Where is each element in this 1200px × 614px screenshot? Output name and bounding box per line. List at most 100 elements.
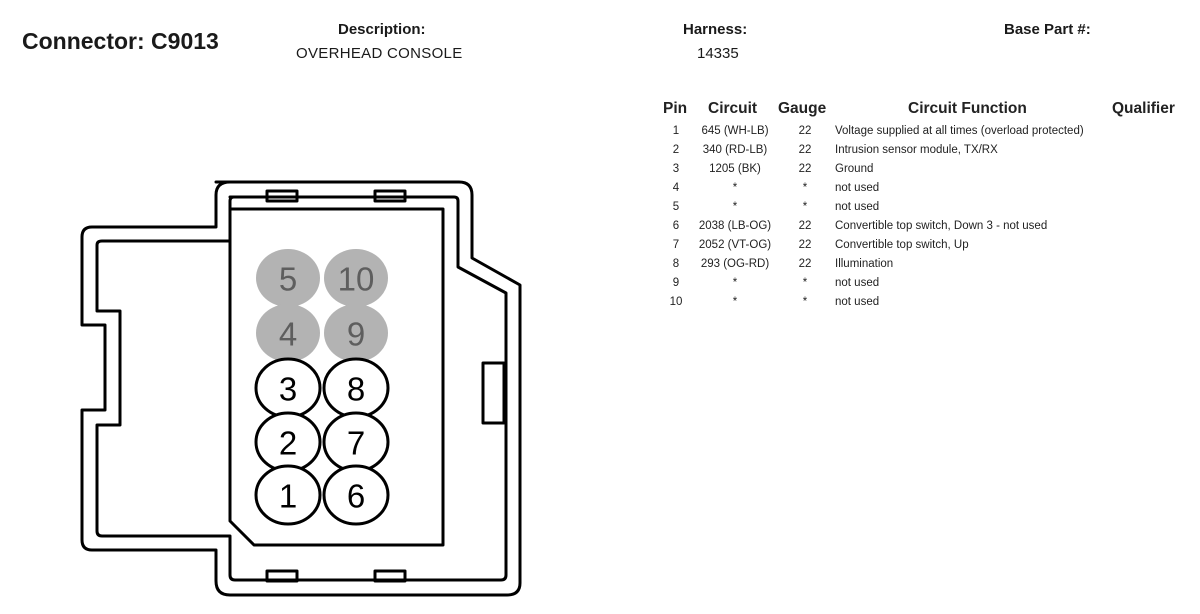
function-cell: Convertible top switch, Down 3 - not use… [835,220,1048,232]
circuit-cell: 293 (OG-RD) [700,258,770,270]
bottom-latch-right [373,569,407,583]
col-header-function: Circuit Function [908,100,1027,117]
gauge-cell: 22 [798,125,812,137]
function-cell: Intrusion sensor module, TX/RX [835,144,998,156]
circuit-cell: 2052 (VT-OG) [698,239,772,251]
table-row: 8 293 (OG-RD) 22 Illumination [660,258,1190,277]
description-label: Description: [338,21,426,38]
gauge-cell: 22 [798,163,812,175]
pin-cavity-wall [228,207,445,547]
pin-number-label: 2 [279,425,297,462]
table-header-row: Pin Circuit Gauge Circuit Function Quali… [660,100,1190,125]
pin-number-label: 7 [347,425,365,462]
gauge-cell: * [802,182,808,194]
pin-9: 9 [324,304,388,362]
pin-circle [322,464,390,526]
pin-number-label: 3 [279,371,297,408]
table-row: 10 * * not used [660,296,1190,315]
table-row: 1 645 (WH-LB) 22 Voltage supplied at all ti… [660,125,1190,144]
circuit-cell: * [732,201,738,213]
pin-grid: 5 10 4 9 3 8 2 7 1 6 [254,249,390,526]
pin-number-label: 4 [279,316,297,353]
connector-title: Connector: C9013 [22,28,219,54]
top-latch-left [265,189,299,203]
pin-cell: 4 [672,182,680,194]
bottom-latch-left [265,569,299,583]
pin-table: Pin Circuit Gauge Circuit Function Quali… [660,100,1190,315]
col-header-circuit: Circuit [708,100,758,117]
gauge-cell: 22 [798,144,812,156]
circuit-cell: * [732,296,738,308]
circuit-cell: 645 (WH-LB) [701,125,769,137]
gauge-cell: 22 [798,258,812,270]
pin-number-label: 5 [279,261,297,298]
gauge-cell: 22 [798,220,812,232]
pin-cell: 5 [672,201,680,213]
circuit-cell: 340 (RD-LB) [702,144,768,156]
pin-number-label: 9 [347,316,365,353]
pin-6: 6 [322,464,390,526]
pin-number-label: 1 [279,478,297,515]
pin-cell: 8 [672,258,680,270]
pin-cell: 9 [672,277,680,289]
description-value: OVERHEAD CONSOLE [296,45,463,62]
base-part-label: Base Part #: [1004,21,1091,38]
table-row: 3 1205 (BK) 22 Ground [660,163,1190,182]
function-cell: Convertible top switch, Up [835,239,969,251]
function-cell: Ground [835,163,874,175]
pin-number-label: 10 [338,261,375,298]
col-header-gauge: Gauge [778,100,827,117]
connector-housing [80,180,522,597]
function-cell: not used [835,201,880,213]
table-row: 2 340 (RD-LB) 22 Intrusion sensor module, T… [660,144,1190,163]
col-header-qualifier: Qualifier [1112,100,1175,117]
table-row: 5 * * not used [660,201,1190,220]
pin-circle [256,249,320,307]
connector-outline-svg: 5 10 4 9 3 8 2 7 1 6 [80,180,522,597]
pin-circle [254,464,322,526]
circuit-cell: 1205 (BK) [709,163,761,175]
pin-1: 1 [254,464,322,526]
function-cell: not used [835,182,880,194]
gauge-cell: 22 [798,239,812,251]
pin-circle [256,304,320,362]
pin-cell: 10 [669,296,683,308]
pin-cell: 1 [672,125,680,137]
function-cell: not used [835,296,880,308]
pin-cell: 7 [672,239,680,251]
pin-4: 4 [256,304,320,362]
harness-label: Harness: [683,21,748,38]
pin-circle [324,249,388,307]
gauge-cell: * [802,277,808,289]
circuit-cell: * [732,277,738,289]
table-row: 7 2052 (VT-OG) 22 Convertible top switch, U… [660,239,1190,258]
locking-tab [481,361,506,425]
pin-circle [324,304,388,362]
housing-outer [80,180,522,597]
function-cell: Voltage supplied at all times (overload … [835,125,1084,137]
pin-3: 3 [254,357,322,419]
table-row: 9 * * not used [660,277,1190,296]
function-cell: not used [835,277,880,289]
col-header-pin: Pin [663,100,688,117]
function-cell: Illumination [835,258,894,270]
pin-2: 2 [254,411,322,473]
gauge-cell: * [802,201,808,213]
top-latch-right [373,189,407,203]
harness-value: 14335 [697,45,739,62]
pin-number-label: 8 [347,371,365,408]
housing-inner [95,195,508,582]
pin-cell: 2 [672,144,680,156]
circuit-cell: 2038 (LB-OG) [698,220,772,232]
pin-8: 8 [322,357,390,419]
pin-cell: 3 [672,163,680,175]
connector-diagram: 5 10 4 9 3 8 2 7 1 6 [60,175,540,605]
pin-5: 5 [256,249,320,307]
pin-number-label: 6 [347,478,365,515]
pin-10: 10 [324,249,388,307]
table-row: 4 * * not used [660,182,1190,201]
circuit-cell: * [732,182,738,194]
pin-7: 7 [322,411,390,473]
gauge-cell: * [802,296,808,308]
